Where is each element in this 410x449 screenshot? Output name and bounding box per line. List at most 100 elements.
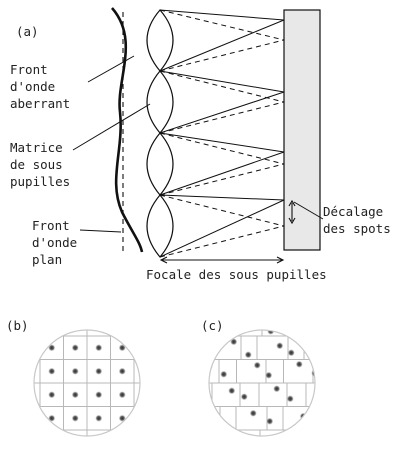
- spot: [195, 348, 202, 355]
- spot: [253, 361, 261, 369]
- focal-length-arrow: [159, 256, 285, 264]
- spot: [242, 444, 249, 449]
- lenslet-4: [146, 194, 174, 258]
- label-spot-shift-1: Décalage: [323, 204, 383, 219]
- spot: [48, 344, 56, 352]
- spot: [71, 414, 79, 422]
- spot: [118, 414, 126, 422]
- label-aberrant-front-1: Front: [10, 62, 48, 77]
- lenslet-3: [146, 132, 174, 196]
- spot: [48, 367, 56, 375]
- label-subpupil-array-2: de sous: [10, 157, 63, 172]
- label-aberrant-front-2: d'onde: [10, 79, 55, 94]
- spot: [48, 438, 55, 445]
- leader-lines: [72, 55, 324, 233]
- spot: [25, 438, 32, 445]
- spot: [119, 321, 126, 328]
- spot: [95, 391, 103, 399]
- spot: [290, 445, 297, 449]
- panel-b-label: (b): [6, 318, 29, 333]
- spot-shift-arrow: [288, 199, 296, 225]
- spot: [142, 344, 149, 351]
- spot: [142, 438, 149, 445]
- spot: [227, 436, 234, 443]
- aberrant-rays: [159, 9, 285, 258]
- spot: [71, 344, 79, 352]
- lenslet-1: [146, 9, 174, 72]
- label-plane-front-3: plan: [32, 252, 62, 267]
- spot: [249, 409, 257, 417]
- aberrant-wavefront-curve: [111, 7, 144, 253]
- pupil-disc-b: [33, 329, 141, 437]
- label-aberrant-front-3: aberrant: [10, 96, 70, 111]
- spot: [95, 367, 103, 375]
- spot: [295, 360, 303, 368]
- spot: [48, 321, 55, 328]
- lenslet-2: [146, 70, 174, 134]
- spot: [119, 438, 126, 445]
- spot: [323, 434, 330, 441]
- spot: [228, 387, 236, 395]
- spot: [95, 344, 103, 352]
- spot: [266, 417, 274, 425]
- spot: [277, 433, 285, 436]
- spot: [25, 368, 32, 375]
- spot: [142, 415, 149, 422]
- spot: [313, 330, 315, 334]
- spot: [71, 391, 79, 399]
- leader-subpupil-array: [72, 103, 151, 151]
- spot: [209, 411, 212, 419]
- leader-spot-shift: [293, 201, 324, 220]
- spots-b: [25, 321, 149, 445]
- spot: [118, 367, 126, 375]
- leader-plane-front: [79, 229, 122, 233]
- spot: [25, 391, 32, 398]
- label-subpupil-array-1: Matrice: [10, 140, 63, 155]
- spot: [48, 391, 56, 399]
- spot: [287, 349, 295, 357]
- spot: [95, 438, 102, 445]
- spot: [72, 321, 79, 328]
- spot: [25, 415, 32, 422]
- panel-c-label: (c): [201, 318, 224, 333]
- spot: [216, 420, 224, 428]
- pupil-disc-c: [208, 329, 316, 437]
- spot: [95, 414, 103, 422]
- spot: [276, 342, 284, 350]
- spot: [220, 370, 228, 378]
- spot: [118, 391, 126, 399]
- spot: [244, 351, 252, 359]
- spot: [252, 318, 259, 325]
- spot: [142, 391, 149, 398]
- label-plane-front-1: Front: [32, 218, 70, 233]
- spot: [320, 339, 327, 346]
- spot: [265, 371, 273, 379]
- label-focal-length: Focale des sous pupilles: [146, 267, 327, 282]
- spot: [240, 393, 248, 401]
- spot: [197, 443, 204, 449]
- spot: [286, 395, 294, 403]
- grid-b: [34, 330, 140, 436]
- leader-aberrant-front: [87, 55, 135, 83]
- spot: [72, 438, 79, 445]
- spot: [142, 368, 149, 375]
- spot: [71, 367, 79, 375]
- spot: [95, 321, 102, 328]
- spot: [196, 397, 203, 404]
- spot: [25, 344, 32, 351]
- spot-pattern-reference: [25, 321, 149, 445]
- detector-plate: [283, 9, 321, 251]
- label-plane-front-2: d'onde: [32, 235, 77, 250]
- spot: [118, 344, 126, 352]
- label-spot-shift-2: des spots: [323, 221, 391, 236]
- spot: [322, 388, 329, 395]
- spot: [48, 414, 56, 422]
- spot: [273, 385, 281, 393]
- panel-a-label: (a): [16, 24, 39, 39]
- label-subpupil-array-3: pupilles: [10, 174, 70, 189]
- spot: [315, 422, 322, 429]
- reference-rays: [159, 9, 285, 258]
- spot: [300, 317, 307, 324]
- spot: [142, 321, 149, 328]
